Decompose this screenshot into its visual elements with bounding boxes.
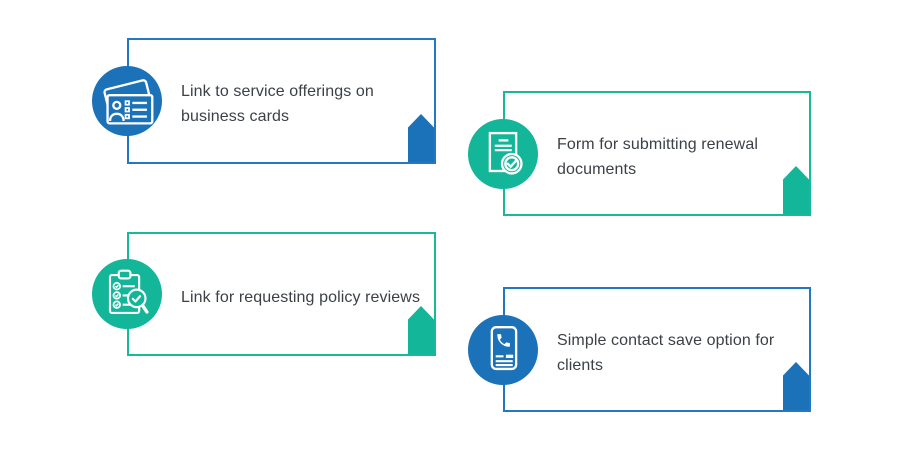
business-cards-icon xyxy=(92,66,162,136)
card-contact-save: Simple contact save option for clients xyxy=(468,287,811,412)
card-label: Link for requesting policy reviews xyxy=(181,288,421,306)
card-label: Form for submitting renewal documents xyxy=(557,135,758,178)
document-check-icon xyxy=(468,118,538,189)
clipboard-search-icon xyxy=(92,259,162,329)
card-label: Simple contact save option for clients xyxy=(557,331,775,374)
card-policy-reviews: Link for requesting policy reviews xyxy=(92,232,436,356)
bookmark-arrow xyxy=(408,306,434,354)
card-service-offerings: Link to service offerings on business ca… xyxy=(92,38,436,164)
card-renewal-documents: Form for submitting renewal documents xyxy=(468,91,811,216)
card-label: Link to service offerings on business ca… xyxy=(181,83,374,125)
contact-card-icon xyxy=(468,314,538,385)
